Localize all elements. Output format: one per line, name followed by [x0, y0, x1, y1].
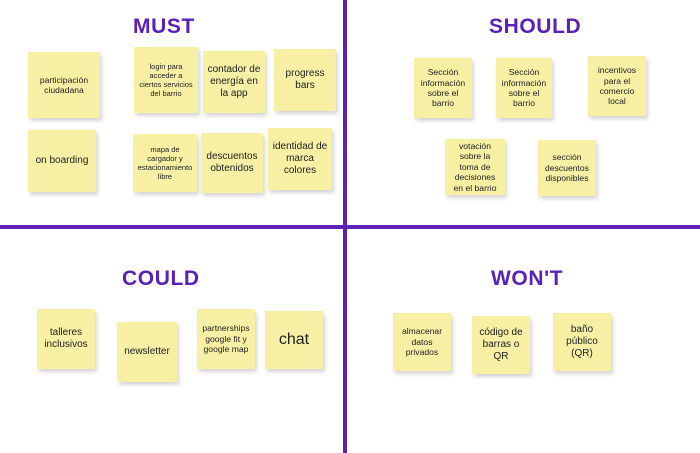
- quadrant-title-could: COULD: [122, 267, 200, 290]
- sticky-note-text: código de barras o QR: [479, 326, 523, 363]
- sticky-note[interactable]: identidad de marca colores: [268, 128, 332, 190]
- sticky-note-text: Sección información sobre el barrio: [420, 67, 466, 109]
- sticky-note[interactable]: newsletter: [117, 322, 177, 382]
- sticky-note[interactable]: Sección información sobre el barrio: [496, 58, 552, 118]
- sticky-note-text: newsletter: [124, 345, 170, 357]
- sticky-note-text: login para acceder a ciertos servicios d…: [139, 61, 193, 99]
- sticky-note-text: Sección información sobre el barrio: [501, 67, 547, 109]
- sticky-note[interactable]: código de barras o QR: [472, 316, 530, 374]
- sticky-note[interactable]: sección descuentos disponibles: [538, 140, 596, 196]
- sticky-note[interactable]: login para acceder a ciertos servicios d…: [134, 47, 198, 113]
- sticky-note-text: sección descuentos disponibles: [545, 152, 589, 184]
- quadrant-title-should: SHOULD: [489, 15, 582, 38]
- sticky-note[interactable]: mapa de cargador y estacionamiento libre: [133, 134, 197, 192]
- sticky-note-text: descuentos obtenidos: [206, 150, 258, 174]
- horizontal-divider: [0, 225, 700, 229]
- sticky-note-text: participación ciudadana: [39, 74, 89, 95]
- sticky-note[interactable]: participación ciudadana: [28, 52, 100, 118]
- sticky-note-text: talleres inclusivos: [44, 326, 88, 350]
- sticky-note[interactable]: progress bars: [274, 49, 336, 111]
- sticky-note[interactable]: descuentos obtenidos: [201, 133, 263, 193]
- sticky-note[interactable]: partnerships google fit y google map: [197, 309, 255, 369]
- sticky-note-text: partnerships google fit y google map: [202, 323, 250, 355]
- sticky-note-text: incentivos para el comercio local: [597, 65, 637, 107]
- sticky-note-text: identidad de marca colores: [272, 140, 328, 177]
- sticky-note-text: chat: [278, 331, 310, 349]
- sticky-note-text: mapa de cargador y estacionamiento libre: [137, 144, 193, 182]
- sticky-note-text: almacenar datos privados: [401, 326, 443, 358]
- sticky-note-text: votación sobre la toma de decisiones en …: [453, 140, 497, 193]
- sticky-note[interactable]: chat: [265, 311, 323, 369]
- sticky-note-text: on boarding: [35, 154, 89, 166]
- sticky-note[interactable]: baño público (QR): [553, 313, 611, 371]
- sticky-note[interactable]: almacenar datos privados: [393, 313, 451, 371]
- sticky-note[interactable]: contador de energía en la app: [203, 51, 265, 113]
- quadrant-title-wont: WON'T: [491, 267, 564, 290]
- sticky-note-text: baño público (QR): [566, 323, 598, 360]
- sticky-note-text: contador de energía en la app: [207, 63, 261, 100]
- sticky-note-text: progress bars: [285, 67, 325, 91]
- sticky-note[interactable]: on boarding: [28, 130, 96, 192]
- quadrant-title-must: MUST: [133, 15, 195, 38]
- sticky-note[interactable]: Sección información sobre el barrio: [414, 58, 472, 118]
- sticky-note[interactable]: incentivos para el comercio local: [588, 56, 646, 116]
- sticky-note[interactable]: votación sobre la toma de decisiones en …: [445, 139, 505, 195]
- sticky-note[interactable]: talleres inclusivos: [37, 309, 95, 369]
